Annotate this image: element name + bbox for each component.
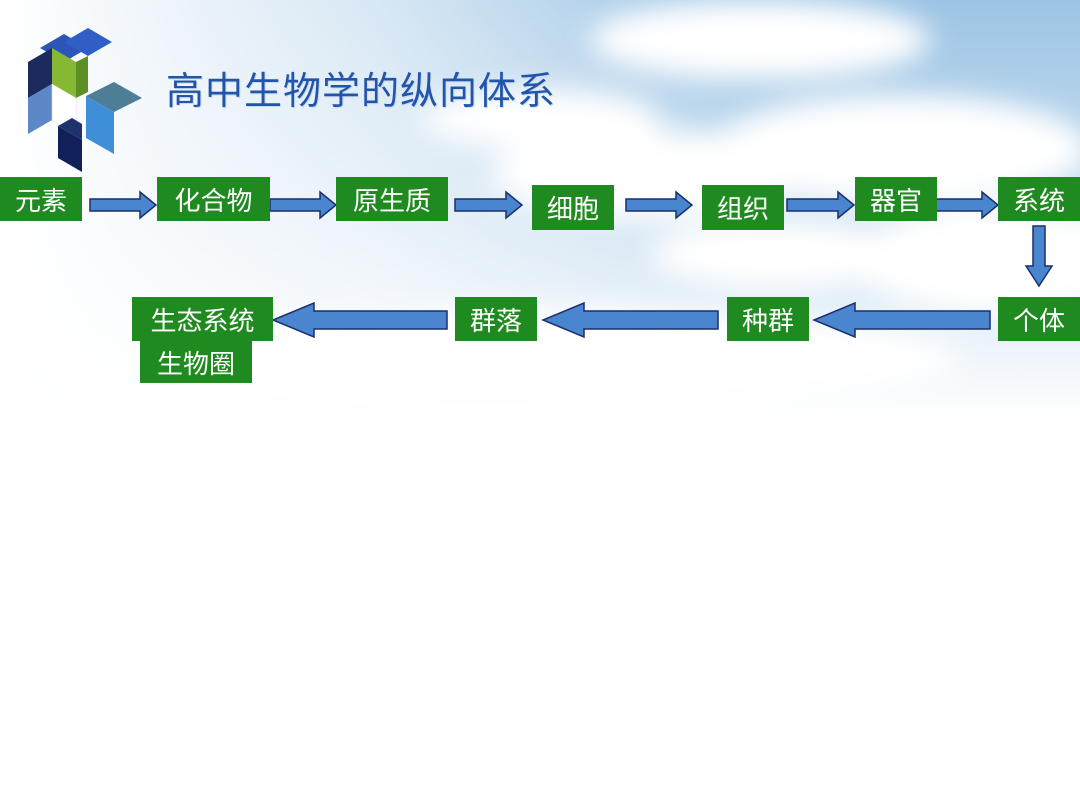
node-xibao: 细胞 bbox=[532, 185, 614, 230]
arrow-right-2 bbox=[269, 190, 338, 220]
node-qiguan: 器官 bbox=[855, 177, 937, 221]
node-huahewu: 化合物 bbox=[157, 177, 270, 221]
slide-title: 高中生物学的纵向体系 bbox=[166, 69, 557, 113]
node-shengwuquan: 生物圈 bbox=[140, 341, 252, 383]
node-qunluo: 群落 bbox=[455, 297, 537, 341]
node-geti: 个体 bbox=[998, 297, 1080, 341]
node-zuzhi: 组织 bbox=[702, 185, 784, 230]
arrow-right-1 bbox=[89, 190, 158, 220]
arrow-left-1 bbox=[812, 301, 991, 339]
node-xitong: 系统 bbox=[998, 177, 1080, 221]
node-yuansu: 元素 bbox=[0, 177, 82, 221]
arrow-right-5 bbox=[786, 190, 856, 220]
node-shengtaixitong: 生态系统 bbox=[132, 297, 273, 341]
arrow-right-4 bbox=[625, 190, 694, 220]
arrow-down bbox=[1024, 225, 1054, 288]
arrow-right-6 bbox=[934, 190, 1000, 220]
arrow-left-3 bbox=[271, 301, 448, 339]
logo-cubes bbox=[28, 28, 142, 172]
arrow-left-2 bbox=[541, 301, 719, 339]
node-yuanshengzhi: 原生质 bbox=[336, 177, 448, 221]
arrow-right-3 bbox=[454, 190, 524, 220]
node-zhongqun: 种群 bbox=[727, 297, 809, 341]
